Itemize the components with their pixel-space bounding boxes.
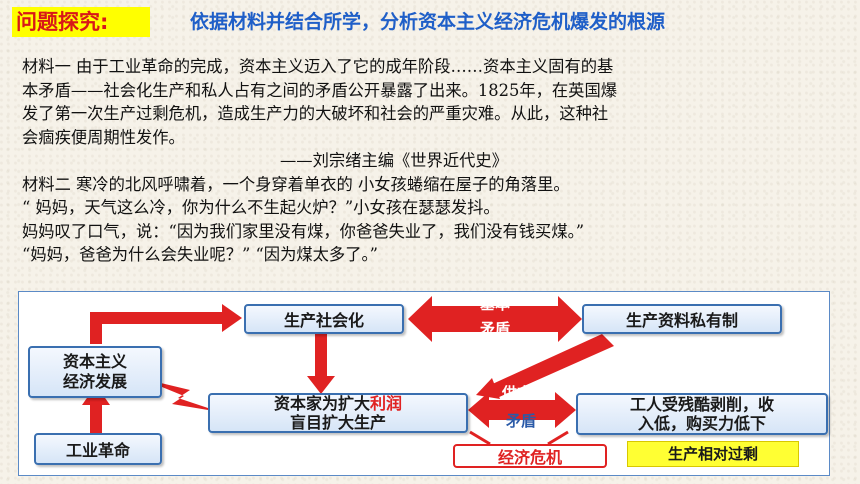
basic-contradiction-label-top: 基本 bbox=[479, 295, 510, 313]
profit-text: 利润 bbox=[370, 394, 403, 413]
relative-overproduction-label: 生产相对过剩 bbox=[627, 441, 799, 467]
node-capitalist-development-line2: 经济发展 bbox=[62, 372, 127, 391]
material-one-line: 会痼疾便周期性发作。 bbox=[22, 127, 185, 147]
inquiry-label: 问题探究: bbox=[12, 7, 150, 37]
expansion-text: 资本家为扩大 bbox=[273, 394, 370, 413]
topic-title: 依据材料并结合所学，分析资本主义经济危机爆发的根源 bbox=[190, 11, 666, 33]
node-private-ownership: 生产资料私有制 bbox=[582, 304, 782, 334]
material-two-line: 妈妈叹了口气，说：“因为我们家里没有煤，你爸爸失业了，我们没有钱买煤。” bbox=[22, 221, 585, 241]
supply-demand-label-top: 供求 bbox=[501, 384, 532, 402]
arrow-development-lightning bbox=[140, 378, 220, 412]
arrow-ownership-to-expansion bbox=[476, 334, 614, 399]
material-two-line: “ 妈妈，天气这么冷，你为什么不生起火炉？”小女孩在瑟瑟发抖。 bbox=[22, 198, 500, 217]
supply-demand-label-bottom: 矛盾 bbox=[505, 412, 536, 430]
node-worker-exploitation-line2: 入低，购买力低下 bbox=[637, 414, 766, 433]
material-two-line: “妈妈，爸爸为什么会失业呢？” “因为煤太多了。” bbox=[22, 245, 378, 264]
node-capitalist-expansion: 资本家为扩大利润 盲目扩大生产 bbox=[208, 393, 468, 433]
node-industrial-revolution: 工业革命 bbox=[34, 433, 162, 465]
basic-contradiction-label-bottom: 矛盾 bbox=[479, 320, 510, 338]
arrow-basic-contradiction bbox=[408, 296, 582, 342]
node-economic-crisis: 经济危机 bbox=[453, 444, 607, 468]
node-worker-exploitation: 工人受残酷剥削，收 入低，购买力低下 bbox=[576, 393, 828, 435]
material-text: 材料一 由于工业革命的完成，资本主义迈入了它的成年阶段……资本主义固有的基 本矛… bbox=[22, 55, 822, 267]
arrow-development-to-socialization bbox=[90, 304, 242, 344]
node-capitalist-development-line1: 资本主义 bbox=[62, 352, 127, 371]
node-capitalist-expansion-line1: 资本家为扩大利润 bbox=[274, 394, 402, 413]
node-capitalist-development: 资本主义 经济发展 bbox=[28, 346, 162, 398]
material-two-line: 材料二 寒冷的北风呼啸着，一个身穿着单衣的 小女孩蜷缩在屋子的角落里。 bbox=[22, 174, 570, 194]
material-one-line: 本矛盾——社会化生产和私人占有之间的矛盾公开暴露了出来。1825年，在英国爆 bbox=[22, 80, 618, 100]
material-one-line: 发了第一次生产过剩危机，造成生产力的大破坏和社会的严重灾难。从此，这种社 bbox=[22, 104, 609, 123]
node-worker-exploitation-line1: 工人受残酷剥削，收 bbox=[629, 395, 774, 414]
arrow-socialization-to-expansion bbox=[307, 332, 335, 394]
material-one-line: 材料一 由于工业革命的完成，资本主义迈入了它的成年阶段……资本主义固有的基 bbox=[22, 57, 614, 76]
material-one-source: ——刘宗绪主编《世界近代史》 bbox=[280, 151, 508, 170]
arrow-to-crisis bbox=[469, 430, 569, 446]
node-socialized-production: 生产社会化 bbox=[244, 304, 404, 334]
node-capitalist-expansion-line2: 盲目扩大生产 bbox=[289, 413, 386, 432]
arrow-supply-demand-contradiction bbox=[468, 392, 576, 428]
